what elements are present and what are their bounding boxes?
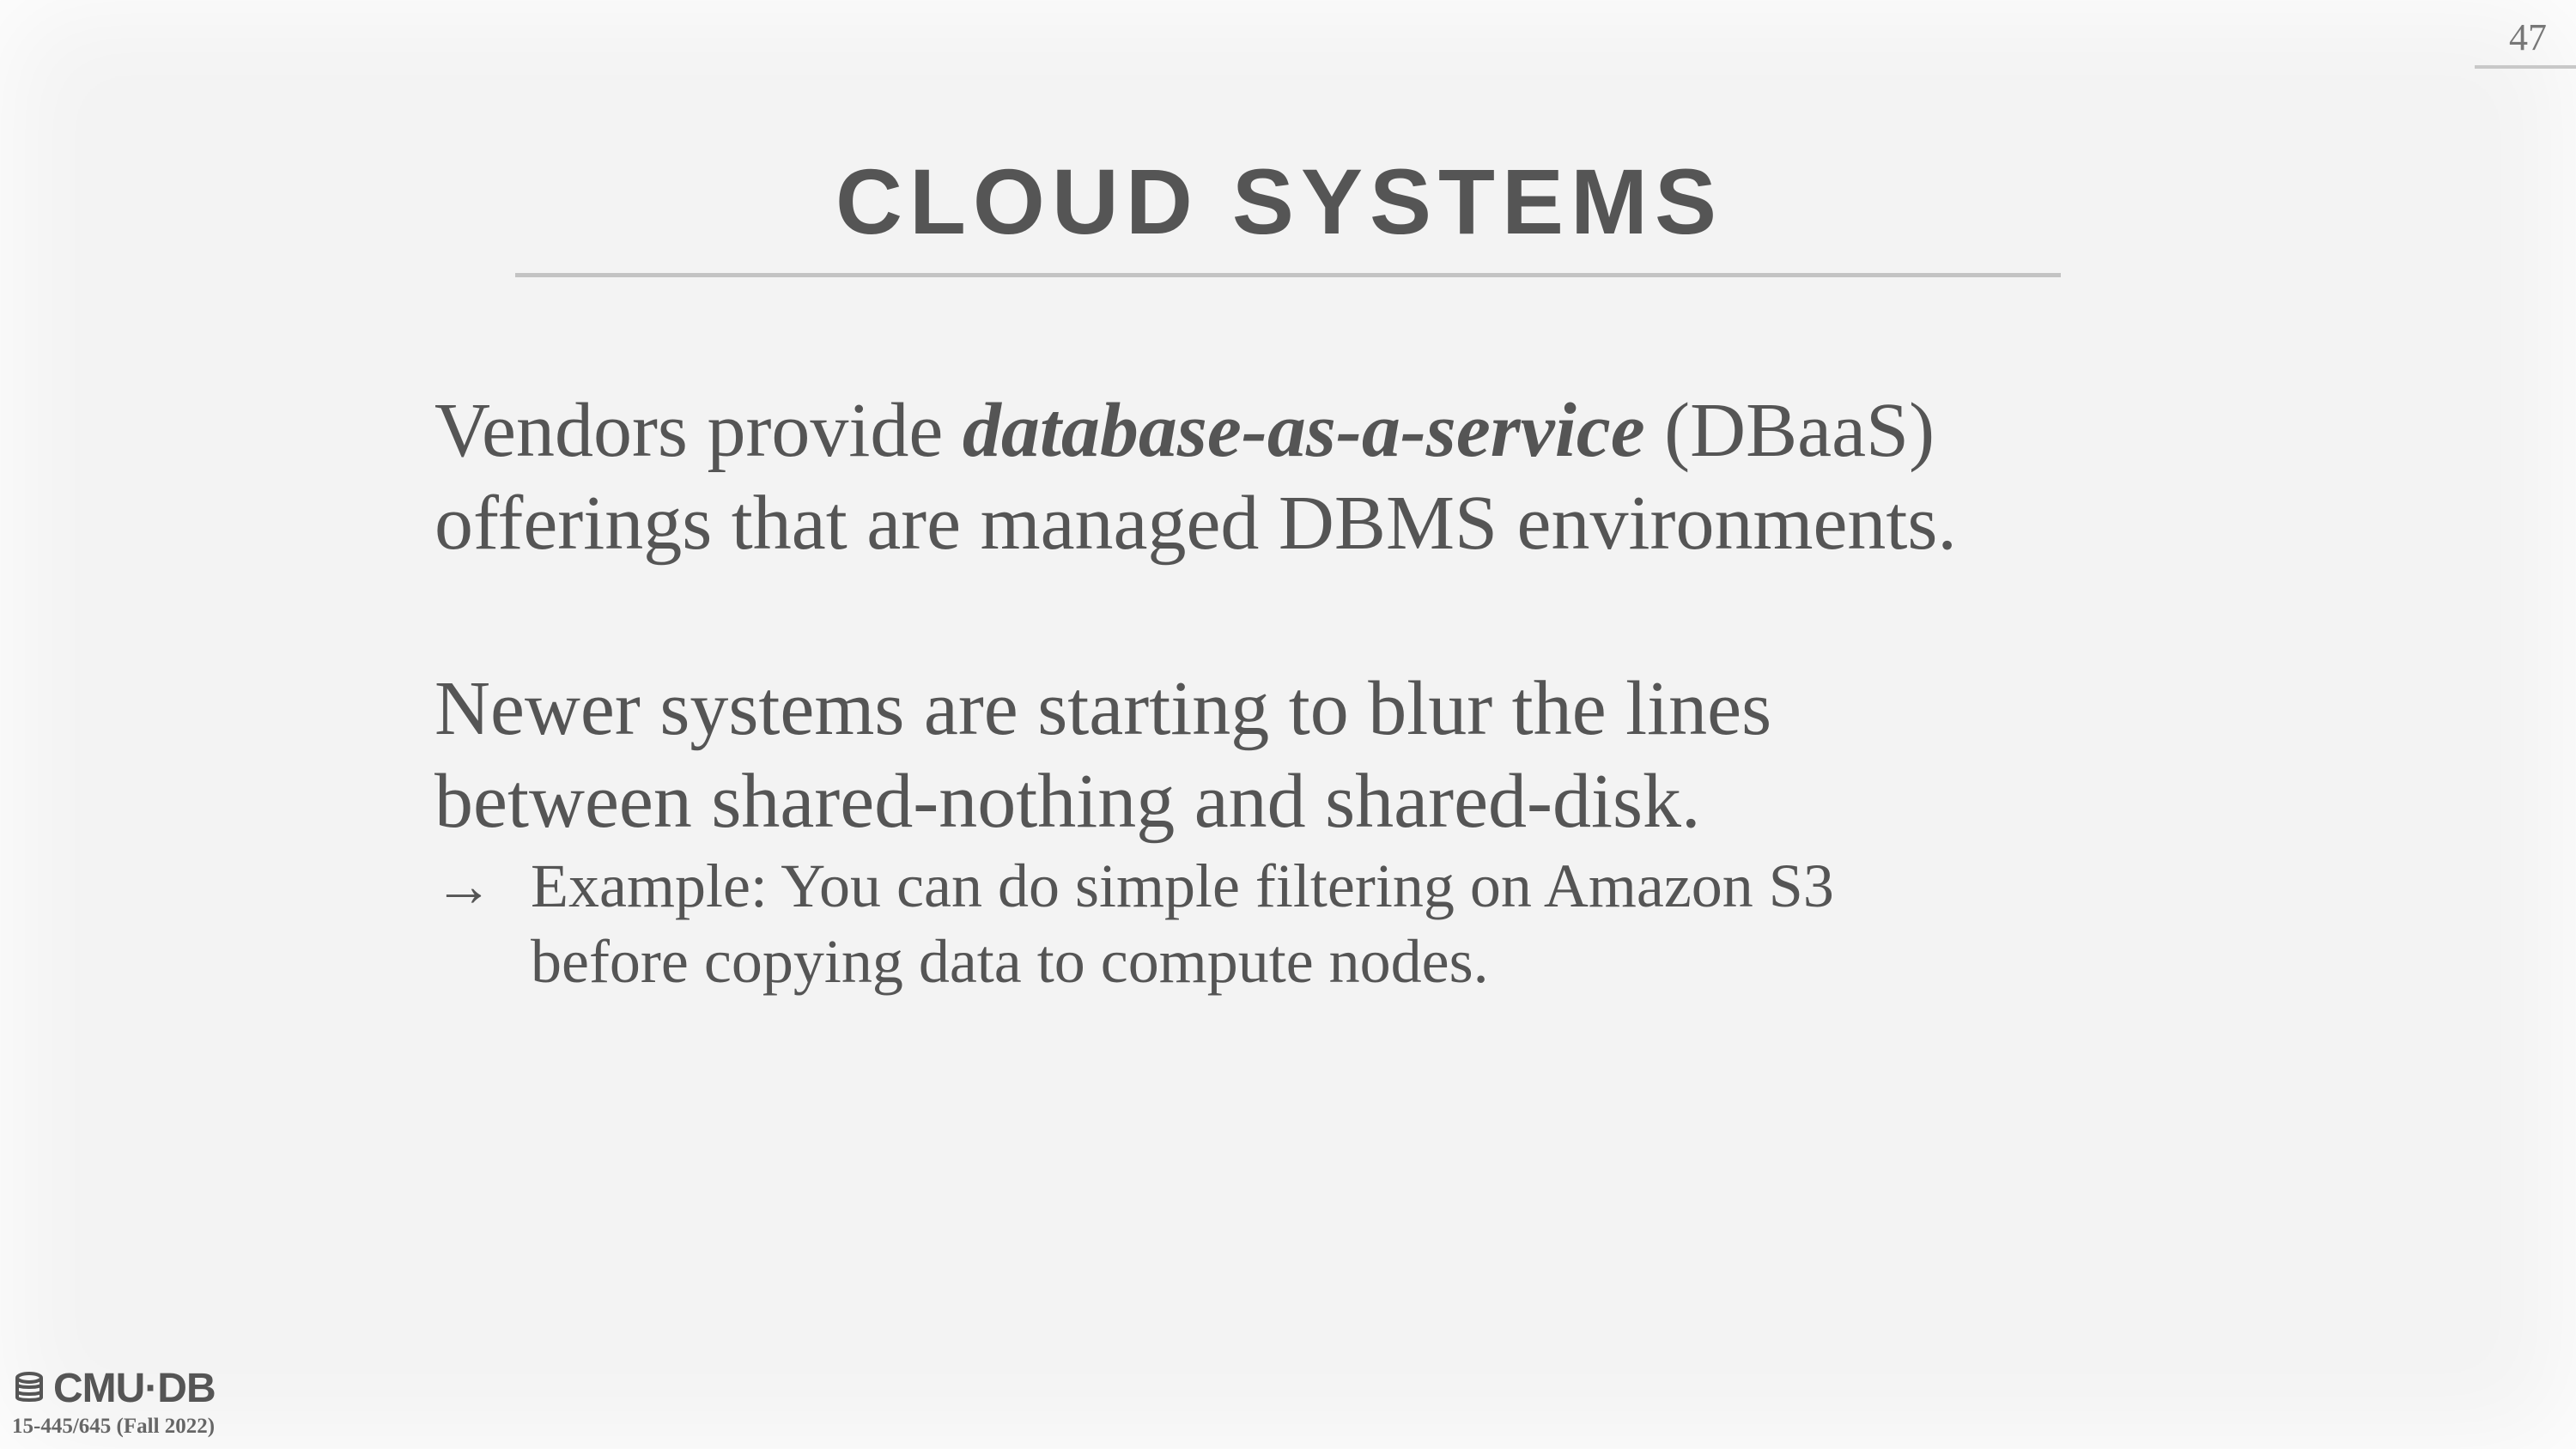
sub-bullet-line-2: before copying data to compute nodes. xyxy=(531,927,1489,996)
slide-body: Vendors provide database-as-a-service (D… xyxy=(434,385,2152,999)
slide-title: CLOUD SYSTEMS xyxy=(835,149,1724,253)
paragraph-dbaas-emphasis: database-as-a-service xyxy=(962,388,1645,473)
paragraph-dbaas-prefix: Vendors provide xyxy=(434,388,963,473)
paragraph-dbaas: Vendors provide database-as-a-service (D… xyxy=(434,385,2152,570)
footer-logo: CMU·DB xyxy=(12,1363,216,1413)
paragraph-newer-systems-line-1: Newer systems are starting to blur the l… xyxy=(434,666,1772,751)
database-icon xyxy=(15,1372,43,1402)
logo-text: CMU·DB xyxy=(53,1365,216,1411)
page-number: 47 xyxy=(2509,16,2547,58)
paragraph-dbaas-suffix: (DBaaS) xyxy=(1644,388,1935,473)
sub-bullet-example: → Example: You can do simple filtering o… xyxy=(434,848,2152,999)
paragraph-dbaas-line-2: offerings that are managed DBMS environm… xyxy=(434,481,1957,566)
arrow-right-icon: → xyxy=(434,853,493,919)
page-number-rule xyxy=(2475,65,2576,69)
sub-bullet-line-1: Example: You can do simple filtering on … xyxy=(531,852,1834,920)
paragraph-newer-systems: Newer systems are starting to blur the l… xyxy=(434,663,2152,848)
paragraph-newer-systems-line-2: between shared-nothing and shared-disk. xyxy=(434,759,1701,844)
course-label: 15-445/645 (Fall 2022) xyxy=(12,1415,216,1438)
title-divider xyxy=(515,273,2061,277)
